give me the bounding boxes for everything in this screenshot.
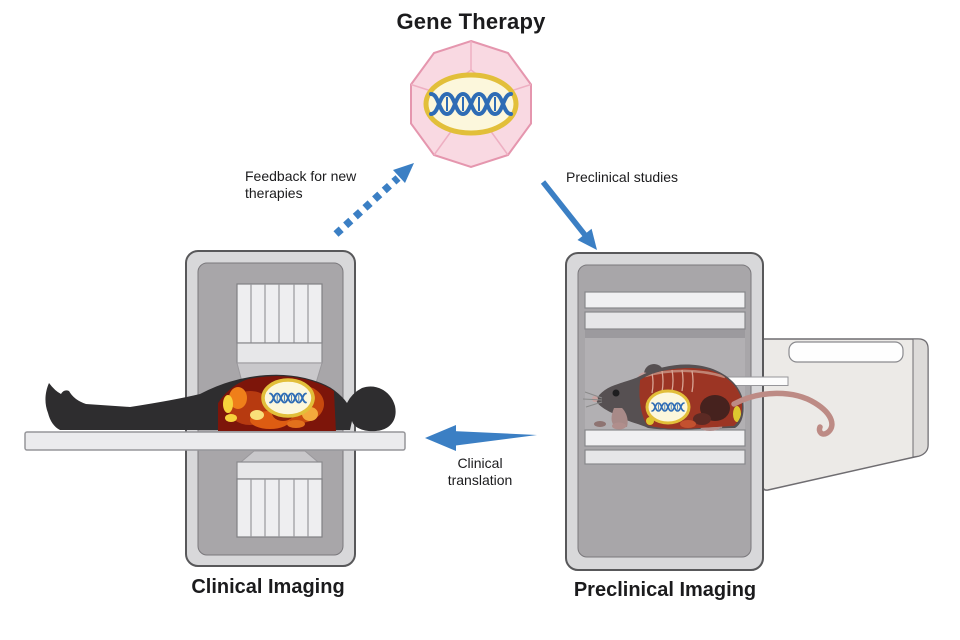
mouse-eye [612,389,620,397]
animal-bed-icon [762,338,929,491]
preclinical-scanner-icon [565,252,929,571]
feedback-arrow-label: Feedback for new therapies [245,168,357,202]
mouse-icon [582,364,835,437]
arrowhead [425,425,456,451]
mouse-foot [612,422,626,430]
preclinical-studies-arrow-label: Preclinical studies [566,169,679,185]
mouse-nose [592,396,598,402]
clinical-imaging-label: Clinical Imaging [191,576,345,598]
viral-capsid-icon [410,39,532,169]
arrow-feedback [333,163,414,237]
bed-rail [725,376,789,386]
solid-arrow-icon [540,180,588,237]
dna-plasmid [423,72,519,136]
solid-arrow-icon [452,431,537,446]
preclinical-imaging-label: Preclinical Imaging [573,579,757,601]
arrow-preclinical-studies [540,180,597,250]
arrowhead [577,228,597,250]
clinical-translation-arrow-label: Clinical translation [447,455,513,489]
dashed-arrow-icon [333,175,401,237]
mouse-front-leg [611,408,628,427]
mouse-far-foot [594,421,606,427]
mouse-whiskers [582,391,603,408]
dna-reporter-mouse [645,389,691,425]
preclinical-top-detector [584,291,746,330]
dna-reporter-patient [261,378,315,418]
arrowhead [393,163,414,183]
preclinical-bottom-detector [584,429,746,465]
gene-therapy-title: Gene Therapy [396,9,546,34]
mouse-tail [731,390,835,437]
bore-shadow [585,329,745,338]
patient-silhouette-icon [45,374,396,432]
arrow-clinical-translation [425,425,537,451]
clinical-bottom-detector [236,450,323,538]
patient-table [24,431,406,451]
